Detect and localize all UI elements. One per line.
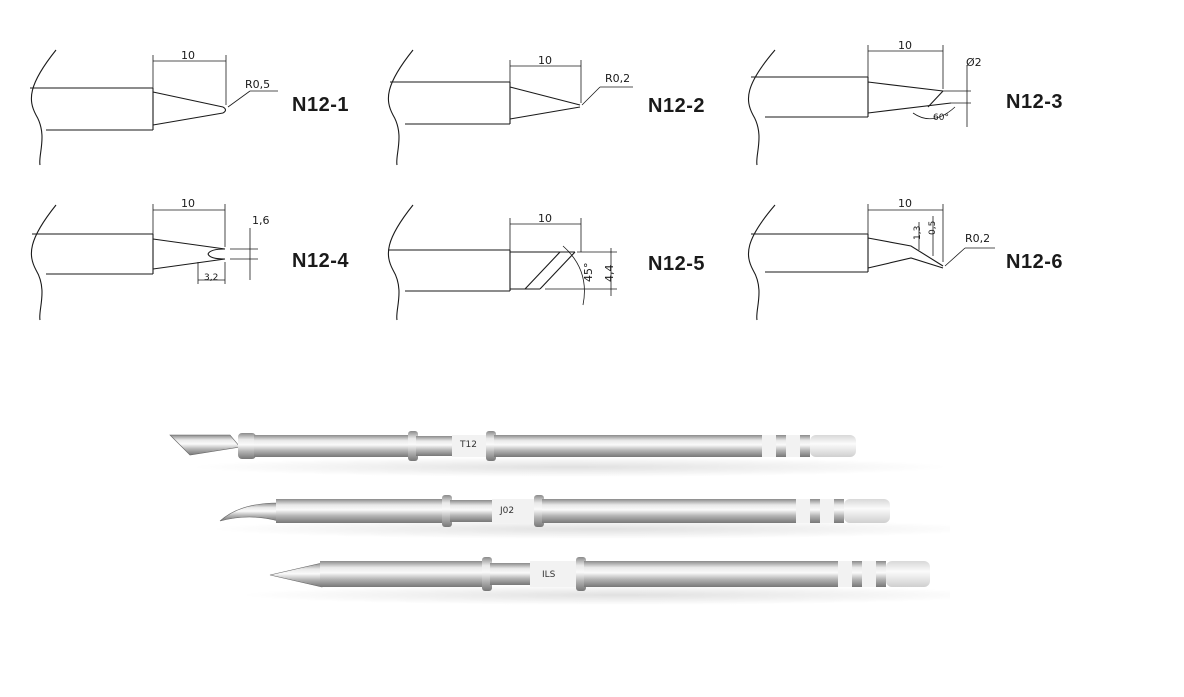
n12-2-length: 10 [538, 54, 552, 67]
conical-tip: ILS [240, 557, 950, 605]
n12-6-dim-a: 1,3 [913, 225, 923, 240]
n12-3-label: N12-3 [1006, 91, 1063, 113]
knife-tip-band-text: T12 [459, 440, 477, 450]
diagram-n12-3 [747, 45, 971, 166]
bent-tip: J02 [210, 495, 950, 539]
diagram-n12-5 [387, 204, 617, 321]
n12-3-length: 10 [898, 39, 912, 52]
n12-5-label: N12-5 [648, 253, 705, 275]
conical-tip-band-text: ILS [542, 570, 556, 580]
soldering-tips-photo: T12 J02 [169, 431, 950, 605]
n12-6-dim-b: 0,5 [928, 220, 938, 235]
n12-2-label: N12-2 [648, 95, 705, 117]
n12-5-angle: 45° [582, 262, 595, 283]
n12-4-tip: 3,2 [204, 273, 219, 283]
n12-4-label: N12-4 [292, 250, 349, 272]
n12-4-width: 1,6 [252, 214, 270, 227]
n12-5-width: 4,4 [603, 264, 616, 283]
diagram-n12-1 [30, 49, 278, 166]
knife-tip: T12 [169, 431, 950, 477]
diagram-n12-2 [387, 49, 633, 166]
n12-4-length: 10 [181, 197, 195, 210]
n12-6-radius: R0,2 [965, 232, 991, 245]
n12-1-length: 10 [181, 49, 195, 62]
n12-5-length: 10 [538, 212, 552, 225]
bent-tip-band-text: J02 [499, 506, 514, 516]
n12-3-angle: 60° [933, 113, 949, 123]
n12-1-radius: R0,5 [245, 78, 271, 91]
diagram-n12-6 [747, 204, 995, 321]
n12-6-length: 10 [898, 197, 912, 210]
diagram-n12-4 [30, 204, 258, 321]
n12-3-diameter: Ø2 [966, 56, 982, 69]
n12-1-label: N12-1 [292, 94, 349, 116]
n12-6-label: N12-6 [1006, 251, 1063, 273]
n12-2-radius: R0,2 [605, 72, 631, 85]
